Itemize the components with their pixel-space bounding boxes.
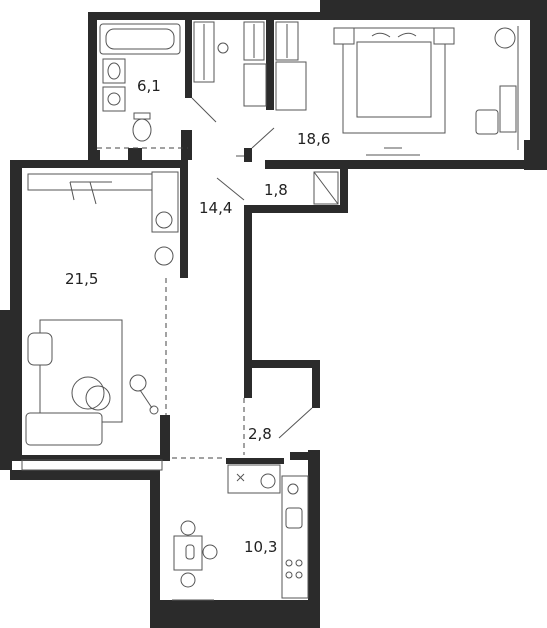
kitchen-furniture xyxy=(172,464,309,601)
area-label-bedroom: 18,6 xyxy=(297,130,330,148)
area-label-corridor: 2,8 xyxy=(248,425,272,443)
bathroom-fixtures xyxy=(99,23,181,142)
wardrobe xyxy=(193,21,307,111)
bedroom-furniture xyxy=(333,26,519,156)
area-label-living: 21,5 xyxy=(65,270,98,288)
area-label-storage: 1,8 xyxy=(264,181,288,199)
area-labels: 6,1 18,6 1,8 14,4 21,5 2,8 10,3 xyxy=(65,77,330,556)
living-furniture xyxy=(21,171,179,471)
area-label-hall: 14,4 xyxy=(199,199,232,217)
area-label-kitchen: 10,3 xyxy=(244,538,277,556)
openings xyxy=(97,97,313,459)
area-label-bathroom: 6,1 xyxy=(137,77,161,95)
storage-fixtures xyxy=(313,171,339,205)
